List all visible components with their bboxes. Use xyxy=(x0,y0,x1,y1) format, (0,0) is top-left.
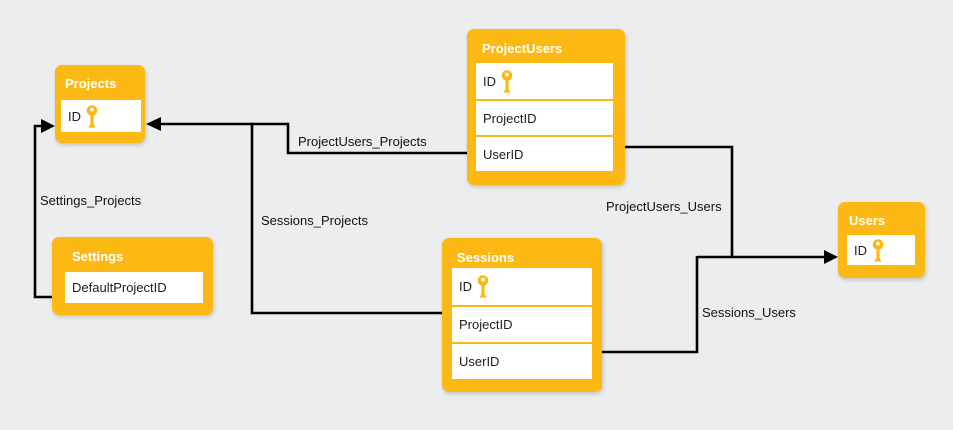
table-projects[interactable]: Projects ID xyxy=(55,65,145,143)
column-name: DefaultProjectID xyxy=(72,280,167,295)
column-name: ID xyxy=(68,108,81,124)
table-settings[interactable]: Settings DefaultProjectID xyxy=(52,237,213,315)
column-name: ProjectID xyxy=(459,317,513,332)
table-users[interactable]: Users ID xyxy=(838,202,925,278)
connector-sessions-users[interactable] xyxy=(602,256,699,354)
primary-key-icon xyxy=(501,69,513,93)
table-rows: ID ProjectID UserID xyxy=(476,63,613,171)
relationship-label-projectusers-users[interactable]: ProjectUsers_Users xyxy=(606,199,722,214)
table-title: Users xyxy=(849,213,886,228)
primary-key-icon xyxy=(86,104,98,128)
table-row[interactable]: ID xyxy=(452,268,592,305)
table-sessions[interactable]: Sessions ID ProjectID UserID xyxy=(442,238,602,392)
relationship-label-sessions-projects[interactable]: Sessions_Projects xyxy=(261,213,368,228)
primary-key-icon xyxy=(477,275,489,298)
relationship-label-sessions-users[interactable]: Sessions_Users xyxy=(702,305,796,320)
arrowhead-users-left xyxy=(824,250,838,264)
connector-sessions-projects[interactable] xyxy=(250,122,442,315)
column-name: UserID xyxy=(459,354,500,369)
table-rows: ID xyxy=(847,235,915,265)
table-row[interactable]: ID xyxy=(847,235,915,265)
table-title: Projects xyxy=(65,76,117,91)
column-name: ID xyxy=(483,73,496,89)
table-row[interactable]: ProjectID xyxy=(452,305,592,342)
table-projectusers[interactable]: ProjectUsers ID ProjectID UserID xyxy=(467,29,625,185)
column-name: ID xyxy=(459,279,472,294)
table-row[interactable]: ID xyxy=(476,63,613,99)
table-row[interactable]: DefaultProjectID xyxy=(65,272,203,303)
table-row[interactable]: ID xyxy=(61,100,141,132)
table-row[interactable]: UserID xyxy=(476,135,613,171)
arrowhead-projects-right xyxy=(146,117,161,131)
table-rows: ID ProjectID UserID xyxy=(452,268,592,379)
arrowhead-projects-left xyxy=(41,119,55,133)
table-title: Sessions xyxy=(457,250,515,265)
table-row[interactable]: UserID xyxy=(452,342,592,379)
column-name: ProjectID xyxy=(483,110,537,126)
table-rows: ID xyxy=(61,100,141,132)
connector-projectusers-users[interactable] xyxy=(625,145,734,258)
column-name: ID xyxy=(854,242,867,258)
connector-settings-projects[interactable] xyxy=(33,124,52,299)
table-title: Settings xyxy=(72,249,124,264)
table-rows: DefaultProjectID xyxy=(65,272,203,303)
column-name: UserID xyxy=(483,146,524,162)
connector-projectusers-projects[interactable] xyxy=(286,122,467,155)
relationship-label-projectusers-projects[interactable]: ProjectUsers_Projects xyxy=(298,134,427,149)
primary-key-icon xyxy=(872,238,884,262)
table-title: ProjectUsers xyxy=(482,41,563,56)
table-row[interactable]: ProjectID xyxy=(476,99,613,135)
relationship-label-settings-projects[interactable]: Settings_Projects xyxy=(40,193,142,208)
